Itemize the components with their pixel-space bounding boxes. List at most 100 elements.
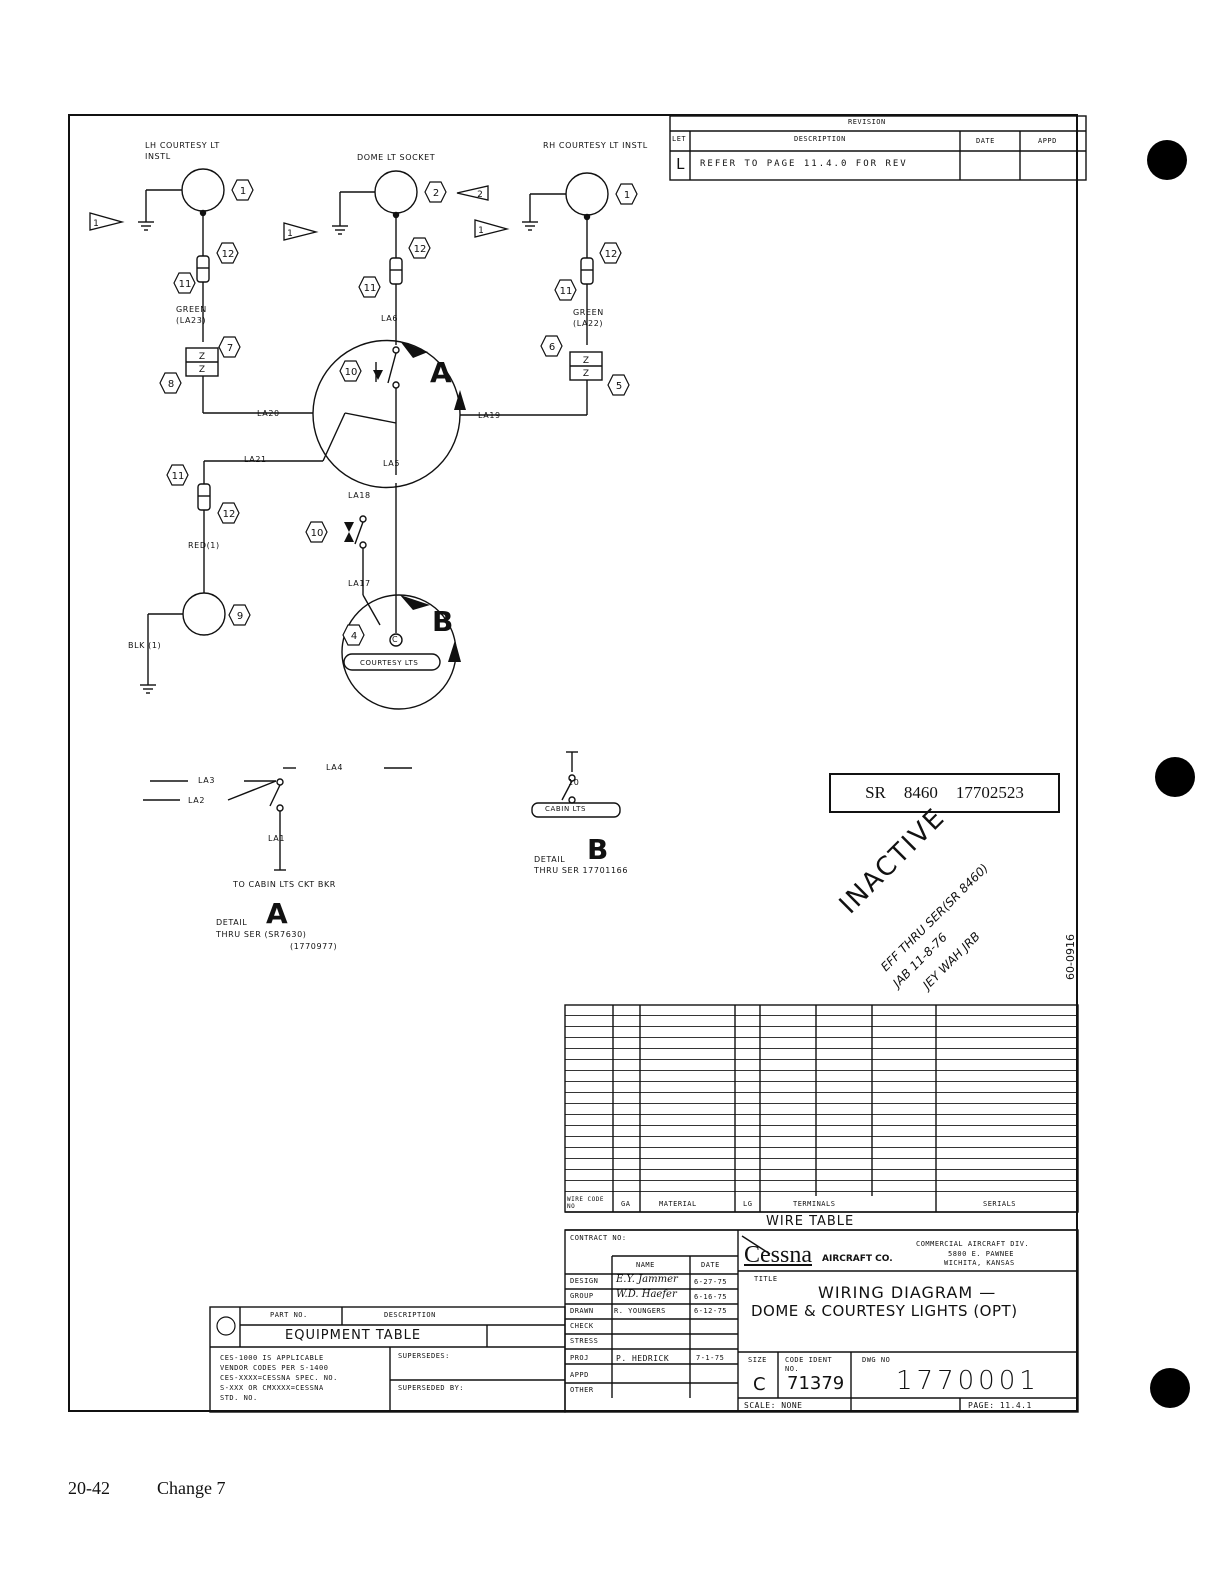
wire-la6-label: LA6 bbox=[381, 314, 399, 323]
wire-col-code: WIRE CODE NO bbox=[567, 1196, 605, 1210]
dwg-no-label: DWG NO bbox=[862, 1356, 891, 1364]
scale-label: SCALE: NONE bbox=[744, 1401, 803, 1410]
wire-col-material: MATERIAL bbox=[659, 1200, 697, 1208]
other-label: OTHER bbox=[570, 1386, 594, 1394]
callout-8: 8 bbox=[159, 372, 182, 394]
svg-text:Z: Z bbox=[583, 369, 589, 379]
red-wire-label: RED(1) bbox=[188, 541, 220, 550]
equip-note-2: VENDOR CODES PER S-1400 bbox=[220, 1364, 329, 1372]
green-lh-label: GREEN (LA23) bbox=[176, 305, 207, 325]
code-ident-value: 71379 bbox=[787, 1373, 845, 1394]
equip-supersedes: SUPERSEDES: bbox=[398, 1352, 450, 1360]
contract-no-label: CONTRACT NO: bbox=[570, 1234, 627, 1242]
revision-col-appd: APPD bbox=[1038, 137, 1057, 145]
callout-4: 4 bbox=[342, 624, 365, 646]
svg-text:7: 7 bbox=[227, 343, 233, 354]
change-label: Change 7 bbox=[157, 1478, 226, 1498]
sr-number-box: SR 8460 17702523 bbox=[829, 773, 1060, 813]
wire-col-serials: SERIALS bbox=[983, 1200, 1017, 1208]
detail-a-title: DETAIL bbox=[216, 918, 248, 927]
svg-text:11: 11 bbox=[172, 471, 185, 482]
svg-text:11: 11 bbox=[560, 286, 573, 297]
dome-socket-label: DOME LT SOCKET bbox=[357, 153, 436, 162]
lh-courtesy-label: LH COURTESY LT INSTL bbox=[145, 141, 220, 161]
blk-wire-label: BLK (1) bbox=[128, 641, 162, 650]
revision-row-let: L bbox=[676, 155, 686, 173]
svg-text:12: 12 bbox=[222, 249, 235, 260]
svg-text:12: 12 bbox=[605, 249, 618, 260]
svg-text:10: 10 bbox=[311, 528, 324, 539]
svg-text:2: 2 bbox=[433, 188, 439, 199]
svg-text:5: 5 bbox=[616, 381, 622, 392]
equip-note-4: S-XXX OR CMXXXX=CESSNA bbox=[220, 1384, 324, 1392]
binder-hole-middle bbox=[1155, 757, 1195, 797]
sr-number-1: 8460 bbox=[903, 783, 938, 802]
proj-date: 7-1-75 bbox=[696, 1354, 725, 1362]
design-name: E.Y. Jammer bbox=[616, 1274, 678, 1285]
callout-5: 5 bbox=[607, 374, 630, 396]
wire-la19-label: LA19 bbox=[478, 411, 501, 420]
design-date: 6-27-75 bbox=[694, 1278, 728, 1286]
group-date: 6-16-75 bbox=[694, 1293, 728, 1301]
callout-1-rh: 1 bbox=[615, 183, 638, 205]
drawing-title-line-2: DOME & COURTESY LIGHTS (OPT) bbox=[751, 1302, 1018, 1320]
callout-11-red: 11 bbox=[166, 464, 189, 486]
detail-b-cabin-lts: CABIN LTS bbox=[545, 805, 587, 813]
page-number: 20-42 bbox=[68, 1478, 110, 1498]
wire-la5-label: LA5 bbox=[383, 459, 401, 468]
wire-table-rules bbox=[565, 1005, 1078, 1195]
drawn-name: R. YOUNGERS bbox=[614, 1307, 666, 1315]
detail-a-thru2: (1770977) bbox=[290, 942, 338, 951]
lh-courtesy-light-symbol bbox=[181, 168, 225, 212]
division-line-3: WICHITA, KANSAS bbox=[944, 1259, 1015, 1267]
callout-6: 6 bbox=[540, 335, 563, 357]
svg-text:Z: Z bbox=[199, 365, 205, 375]
company-sub: AIRCRAFT CO. bbox=[822, 1254, 893, 1264]
svg-text:9: 9 bbox=[237, 611, 243, 622]
size-label: SIZE bbox=[748, 1356, 767, 1364]
green-rh-label: GREEN (LA22) bbox=[573, 308, 604, 328]
svg-text:1: 1 bbox=[287, 229, 293, 239]
page-ref-label: PAGE: 11.4.1 bbox=[968, 1401, 1032, 1410]
rh-courtesy-light-symbol bbox=[565, 172, 609, 216]
detail-a-callout-letter: A bbox=[430, 356, 452, 389]
svg-text:11: 11 bbox=[179, 279, 192, 290]
detail-b-switch: 10 bbox=[568, 778, 580, 787]
division-line-2: 5800 E. PAWNEE bbox=[948, 1250, 1015, 1258]
cessna-logo: Cessna bbox=[744, 1242, 812, 1268]
sr-number-2: 17702523 bbox=[955, 783, 1024, 802]
dome-light-symbol bbox=[374, 170, 418, 214]
wire-table-title: WIRE TABLE bbox=[766, 1214, 855, 1229]
callout-9: 9 bbox=[228, 604, 251, 626]
side-number: 60-0916 bbox=[1064, 934, 1077, 980]
title-label: TITLE bbox=[754, 1275, 778, 1283]
terminal-c-label: C bbox=[392, 635, 399, 644]
callout-11-dome: 11 bbox=[358, 276, 381, 298]
callout-11-rh: 11 bbox=[554, 279, 577, 301]
drawing-title-line-1: WIRING DIAGRAM — bbox=[818, 1283, 997, 1302]
callout-12-red: 12 bbox=[217, 502, 240, 524]
callout-10-b: 10 bbox=[305, 521, 328, 543]
wire-table-header: WIRE CODE NO GA MATERIAL LG TERMINALS SE… bbox=[565, 1196, 1078, 1212]
detail-b-title: DETAIL bbox=[534, 855, 566, 864]
date-column-header: DATE bbox=[701, 1261, 720, 1269]
sr-prefix: SR bbox=[865, 783, 886, 802]
callout-2: 2 bbox=[424, 181, 447, 203]
revision-header: REVISION bbox=[848, 118, 886, 126]
svg-text:1: 1 bbox=[478, 226, 484, 236]
equip-superseded-by: SUPERSEDED BY: bbox=[398, 1384, 465, 1392]
callout-10-a: 10 bbox=[339, 360, 362, 382]
svg-text:11: 11 bbox=[364, 283, 377, 294]
svg-text:6: 6 bbox=[549, 342, 555, 353]
svg-text:2: 2 bbox=[477, 190, 483, 200]
detail-b-callout-letter: B bbox=[432, 605, 454, 638]
svg-text:Z: Z bbox=[199, 352, 205, 362]
detail-a-la4: LA4 bbox=[326, 763, 344, 772]
equipment-table-icon bbox=[216, 1316, 236, 1336]
drawing-sheet bbox=[68, 114, 1078, 1412]
name-column-header: NAME bbox=[636, 1261, 655, 1269]
detail-a-to-cabin: TO CABIN LTS CKT BKR bbox=[233, 880, 336, 889]
svg-text:1: 1 bbox=[624, 190, 630, 201]
svg-text:1: 1 bbox=[93, 219, 99, 229]
svg-text:12: 12 bbox=[414, 244, 427, 255]
